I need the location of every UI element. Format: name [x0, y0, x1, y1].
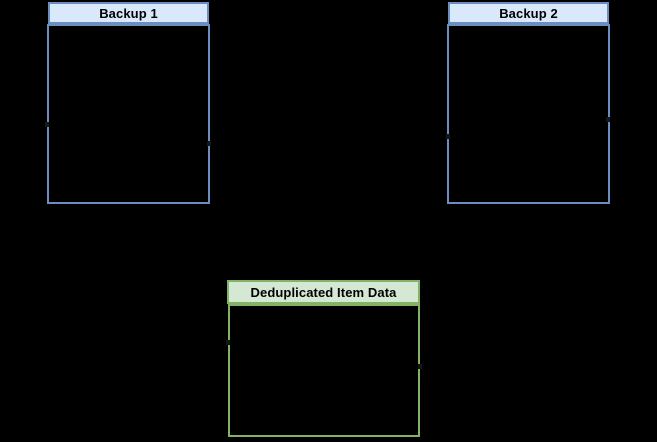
backup-2-title: Backup 2	[499, 5, 558, 21]
deduplicated-item-data-header: Deduplicated Item Data	[227, 280, 420, 304]
connector-stub-backup-1-right	[207, 141, 211, 146]
connector-stub-dedup-right	[418, 364, 422, 369]
connector-stub-dedup-left	[226, 340, 230, 345]
backup-1-header: Backup 1	[48, 2, 209, 24]
backup-2-body	[447, 24, 610, 204]
connector-stub-backup-2-left	[446, 134, 450, 139]
connector-stub-backup-1-left	[45, 122, 49, 127]
backup-2-header: Backup 2	[448, 2, 609, 24]
deduplicated-item-data-body	[228, 304, 420, 437]
backup-1-body	[47, 24, 210, 204]
deduplicated-item-data-title: Deduplicated Item Data	[250, 284, 397, 300]
connector-stub-backup-2-right	[606, 117, 610, 122]
backup-1-title: Backup 1	[99, 5, 158, 21]
